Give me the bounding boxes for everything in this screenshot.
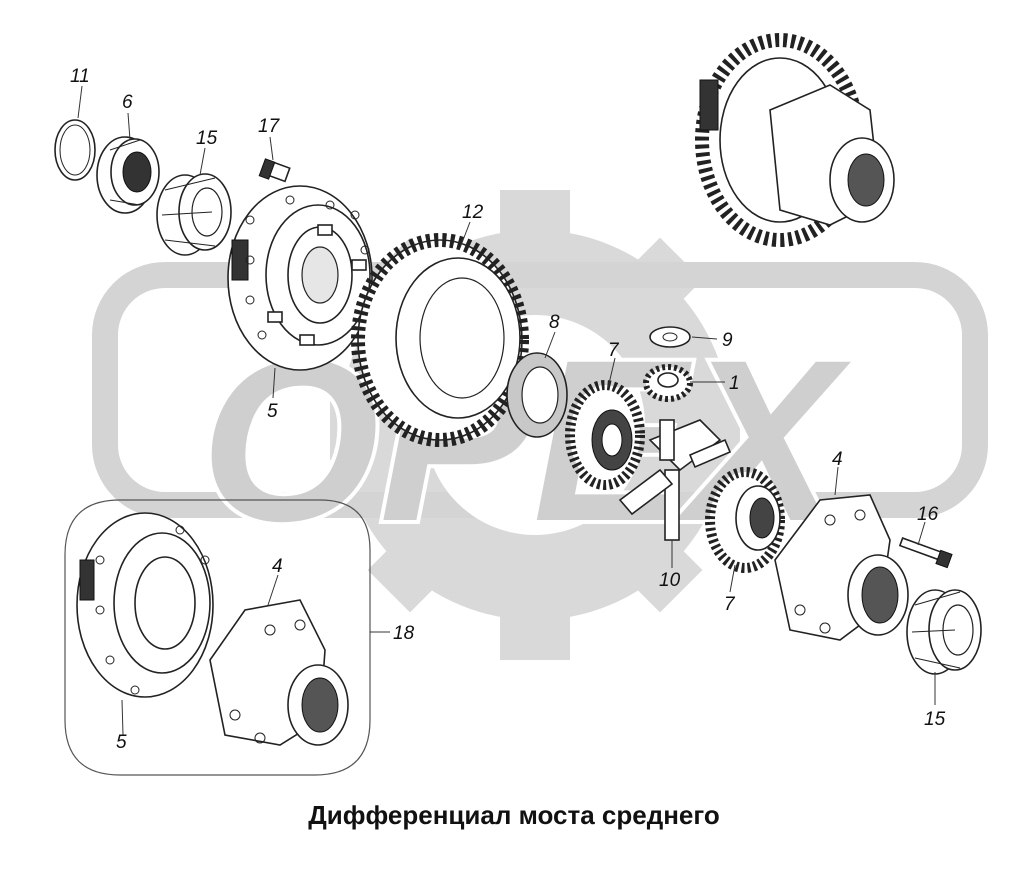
callout-7-right: 7 bbox=[724, 594, 736, 615]
callout-11: 11 bbox=[70, 66, 90, 87]
callout-12: 12 bbox=[462, 202, 484, 223]
bearing-6 bbox=[96, 136, 160, 214]
assembled-differential bbox=[695, 33, 895, 247]
callout-8: 8 bbox=[549, 312, 560, 333]
callout-6: 6 bbox=[122, 92, 133, 113]
callout-5-kit: 5 bbox=[116, 732, 127, 753]
leader-lines bbox=[77, 85, 936, 736]
callouts: 11 6 15 17 12 8 9 7 1 5 4 16 10 7 15 4 1… bbox=[70, 66, 946, 753]
callout-15-bottom: 15 bbox=[924, 709, 946, 730]
callout-16: 16 bbox=[917, 504, 939, 525]
case-half-4-right bbox=[774, 494, 909, 641]
spider-cross-10 bbox=[618, 419, 732, 541]
tapered-bearing-15-top bbox=[156, 173, 232, 256]
ring-gear-12 bbox=[351, 233, 529, 447]
callout-18: 18 bbox=[393, 623, 415, 644]
side-gear-7-right bbox=[705, 467, 785, 573]
callout-5-top: 5 bbox=[267, 401, 278, 422]
callout-7-left: 7 bbox=[608, 340, 620, 361]
thrust-washer-8 bbox=[506, 352, 568, 438]
case-half-4-kit bbox=[209, 599, 349, 746]
washer-9 bbox=[649, 326, 691, 348]
callout-9: 9 bbox=[722, 330, 733, 351]
callout-10: 10 bbox=[659, 570, 681, 591]
callout-15-top: 15 bbox=[196, 128, 218, 149]
bolt-16 bbox=[898, 537, 953, 569]
snap-ring-11 bbox=[54, 119, 96, 181]
bolt-17 bbox=[258, 158, 291, 183]
case-half-5-top bbox=[227, 185, 373, 371]
kit-group-18 bbox=[64, 499, 371, 776]
case-half-5-kit bbox=[76, 512, 214, 698]
pinion-gear-1 bbox=[643, 364, 693, 402]
diagram-caption: Дифференциал моста среднего bbox=[308, 800, 720, 830]
callout-17: 17 bbox=[258, 116, 281, 137]
callout-4-kit: 4 bbox=[272, 556, 283, 577]
side-gear-7-left bbox=[565, 380, 645, 490]
callout-1: 1 bbox=[729, 373, 740, 394]
callout-4-right: 4 bbox=[832, 449, 843, 470]
tapered-bearing-15-bottom bbox=[906, 589, 982, 675]
